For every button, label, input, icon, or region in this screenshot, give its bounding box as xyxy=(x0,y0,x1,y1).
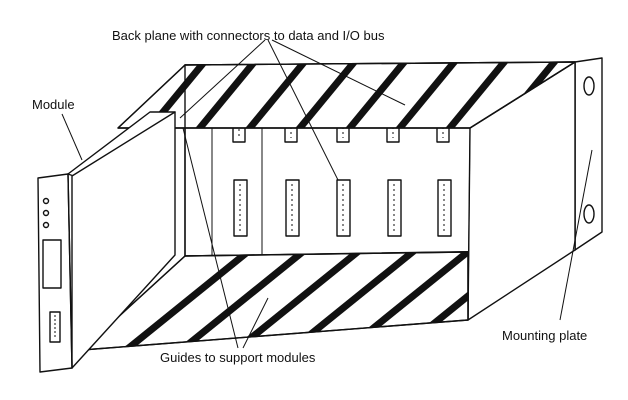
mounting-hole-top xyxy=(583,76,595,96)
leader-guides xyxy=(242,297,269,349)
led-indicator xyxy=(42,197,50,205)
connector xyxy=(387,179,402,237)
led-indicator xyxy=(42,209,50,217)
leader-backplane xyxy=(179,39,266,119)
label-module: Module xyxy=(32,97,75,112)
module-display xyxy=(42,239,62,289)
label-guides: Guides to support modules xyxy=(160,350,316,365)
leader-module xyxy=(61,113,83,161)
connector xyxy=(437,179,452,237)
leader-backplane xyxy=(267,39,339,181)
connector xyxy=(233,179,248,237)
connector xyxy=(285,179,300,237)
leader-backplane xyxy=(271,39,406,106)
top-guides xyxy=(117,61,576,129)
bottom-guides xyxy=(81,251,469,351)
led-indicator xyxy=(42,221,50,229)
mounting-hole-bottom xyxy=(583,204,595,224)
leader-lines xyxy=(61,39,593,349)
module xyxy=(37,111,176,373)
label-backplane: Back plane with connectors to data and I… xyxy=(112,28,385,43)
label-mounting-plate: Mounting plate xyxy=(502,328,587,343)
connector xyxy=(336,179,351,237)
lower-connectors xyxy=(233,179,452,237)
module-side xyxy=(71,111,176,369)
leader-mounting-plate xyxy=(559,149,593,321)
leader-guides xyxy=(182,127,239,349)
